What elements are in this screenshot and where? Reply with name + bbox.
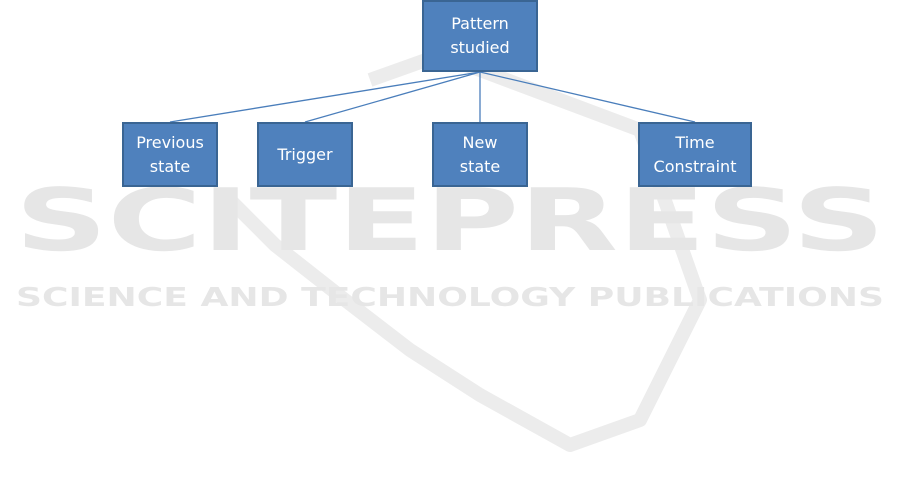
node-time-constraint: Time Constraint [638, 122, 752, 187]
connector-trigger [305, 72, 480, 122]
node-new-state: New state [432, 122, 528, 187]
connector-previous-state [170, 72, 480, 122]
connector-time-constraint [480, 72, 695, 122]
node-previous-state: Previous state [122, 122, 218, 187]
node-pattern-studied: Pattern studied [422, 0, 538, 72]
node-trigger: Trigger [257, 122, 353, 187]
